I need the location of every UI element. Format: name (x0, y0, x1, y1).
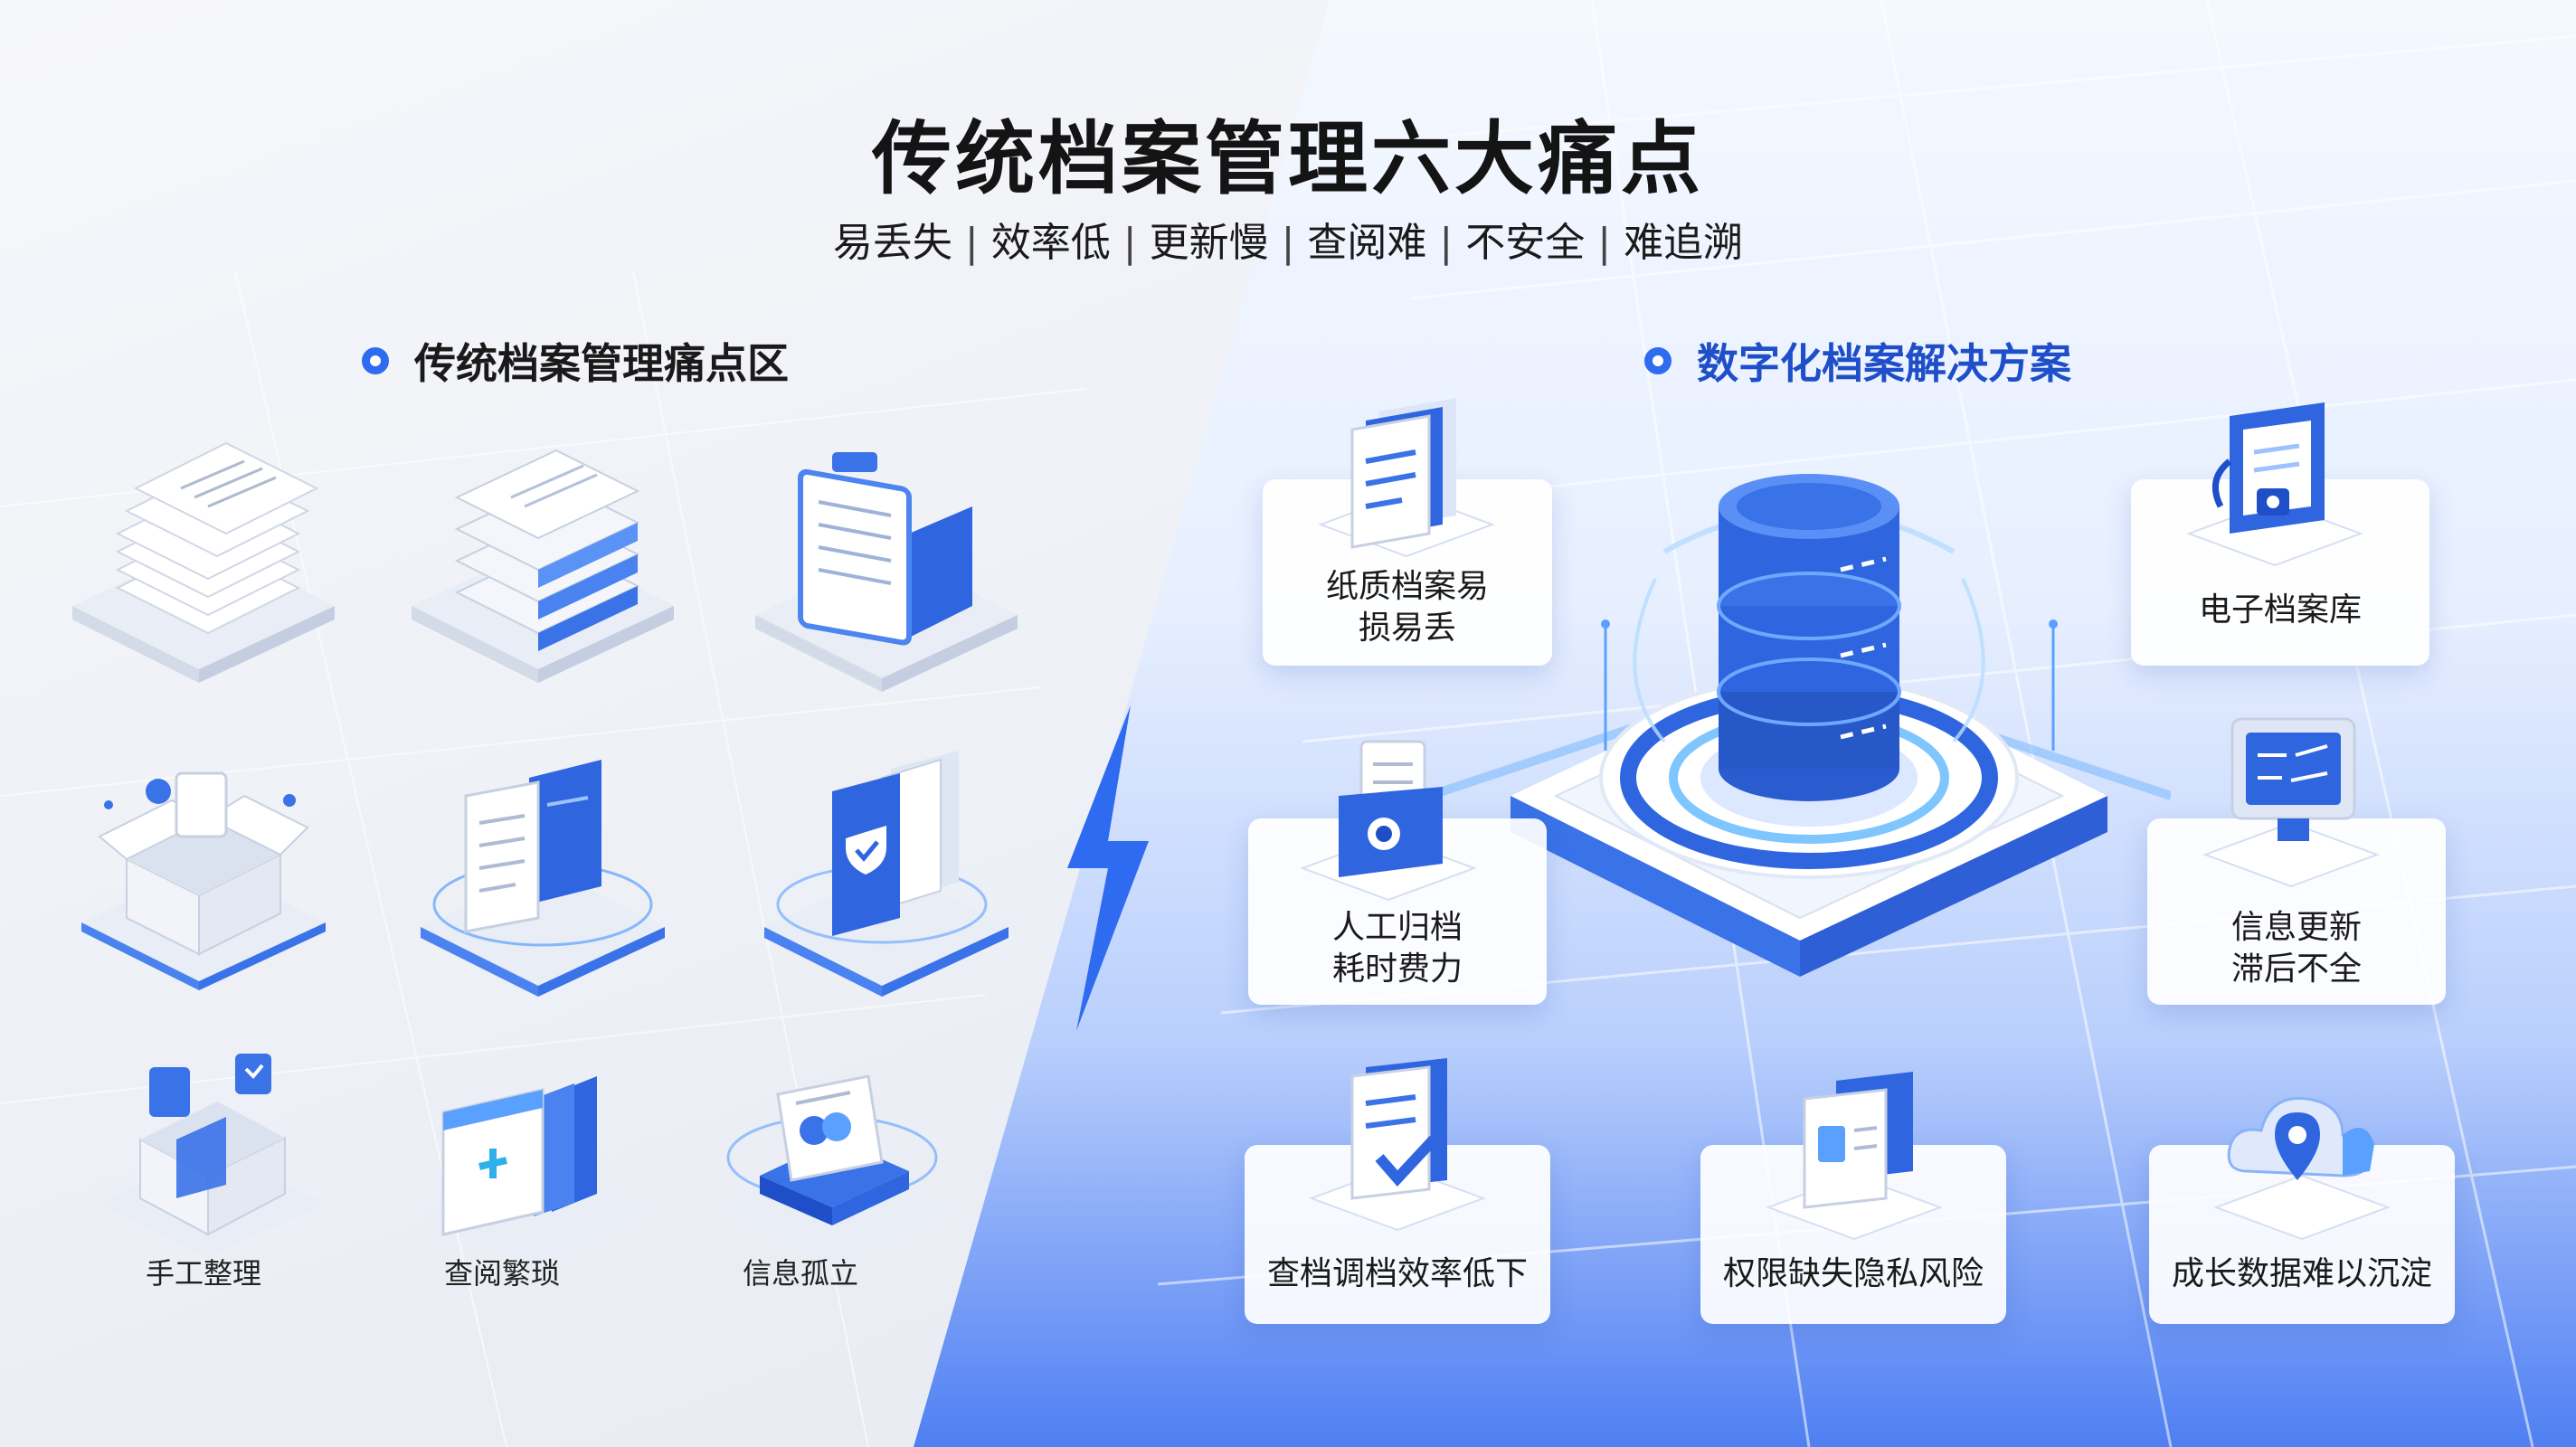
subtitle-item: 查阅难 (1307, 220, 1427, 266)
left-section-heading-text: 传统档案管理痛点区 (414, 339, 789, 388)
card-line: 权限缺失隐私风险 (1722, 1255, 1984, 1292)
pain-label: 信息孤立 (742, 1256, 858, 1291)
right-section-heading-text: 数字化档案解决方案 (1697, 339, 2071, 388)
card-line: 电子档案库 (2198, 591, 2362, 629)
card-text: 纸质档案易 损易丢 (1263, 566, 1552, 649)
card-text: 查档调档效率低下 (1245, 1253, 1550, 1295)
subtitle-separator: | (1281, 220, 1295, 266)
archive-box-icon (1300, 740, 1477, 902)
card-line: 查档调档效率低下 (1266, 1255, 1528, 1292)
monitor-update-icon (2202, 717, 2380, 888)
card-line: 人工归档 (1331, 909, 1463, 946)
file-folder-icon (1318, 398, 1495, 558)
subtitle-separator: | (1439, 220, 1454, 266)
card-text: 人工归档 耗时费力 (1248, 907, 1547, 990)
card-text: 成长数据难以沉淀 (2149, 1253, 2455, 1295)
solution-card: 查档调档效率低下 (1245, 1145, 1550, 1324)
folder-stack-icon (412, 449, 674, 683)
shield-folder-icon (764, 751, 1009, 997)
subtitle-item: 效率低 (990, 220, 1111, 266)
subtitle-item: 易丢失 (832, 220, 952, 266)
subtitle-separator: | (1122, 220, 1137, 266)
page-title: 传统档案管理六大痛点 (871, 112, 1704, 205)
lightning-bolt-icon (1067, 705, 1149, 1031)
subtitle-item: 不安全 (1465, 220, 1586, 266)
card-line: 成长数据难以沉淀 (2171, 1255, 2432, 1292)
medical-folder-icon (425, 1076, 651, 1266)
card-line: 耗时费力 (1331, 950, 1463, 988)
info-card-icon (724, 1074, 950, 1266)
clipboard-icon (755, 452, 1018, 692)
documents-icon (421, 760, 665, 997)
paper-stack-icon (72, 441, 335, 683)
archive-lock-icon (2186, 402, 2363, 567)
subtitle: 易丢失|效率低|更新慢|查阅难|不安全|难追溯 (0, 210, 2576, 268)
card-line: 信息更新 (2230, 909, 2362, 946)
subtitle-item: 更新慢 (1149, 220, 1269, 266)
card-text: 信息更新 滞后不全 (2147, 907, 2446, 990)
open-box-icon (81, 771, 326, 990)
subtitle-separator: | (1597, 220, 1612, 266)
id-card-icon (1766, 1072, 1943, 1241)
card-line: 损易丢 (1358, 610, 1456, 647)
pain-label: 手工整理 (145, 1256, 261, 1291)
subtitle-item: 难追溯 (1624, 220, 1744, 266)
card-text: 电子档案库 (2131, 590, 2429, 631)
card-text: 权限缺失隐私风险 (1700, 1253, 2006, 1295)
subtitle-separator: | (964, 220, 979, 266)
left-section-heading: 传统档案管理痛点区 (362, 331, 789, 391)
card-line: 滞后不全 (2230, 950, 2362, 988)
database-icon (1429, 474, 2171, 977)
card-line: 纸质档案易 (1325, 568, 1489, 605)
bullet-ring-icon (362, 347, 389, 374)
pain-label: 查阅繁琐 (443, 1256, 560, 1291)
box-folder-icon (99, 1054, 326, 1257)
bullet-ring-icon (1644, 347, 1672, 374)
right-section-heading: 数字化档案解决方案 (1644, 331, 2071, 391)
cloud-location-icon (2213, 1096, 2391, 1241)
document-check-icon (1309, 1058, 1486, 1232)
